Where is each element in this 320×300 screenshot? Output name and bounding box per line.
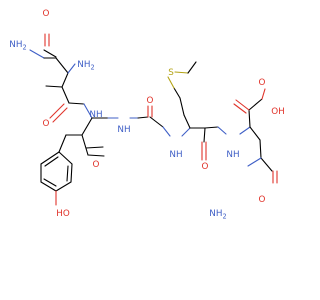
label-nh2-alpha: NH2 bbox=[77, 60, 94, 72]
bond bbox=[217, 126, 227, 135]
bond bbox=[45, 85, 63, 88]
bond bbox=[67, 63, 76, 74]
bond bbox=[162, 126, 171, 137]
bond bbox=[239, 126, 251, 135]
label-o-amide: O bbox=[259, 195, 266, 205]
bond bbox=[81, 134, 89, 156]
bond bbox=[203, 127, 206, 143]
bond bbox=[85, 146, 104, 149]
label-o-top: O bbox=[43, 9, 50, 19]
label-o-gly: O bbox=[147, 96, 154, 106]
label-nh-asn: NH bbox=[226, 150, 239, 160]
ring-bond bbox=[55, 181, 72, 192]
ring-bond bbox=[44, 156, 59, 167]
bond bbox=[149, 116, 164, 128]
label-o-met: O bbox=[202, 162, 209, 172]
label-o-acid: O bbox=[259, 78, 266, 88]
ring-bond bbox=[66, 165, 69, 182]
bond bbox=[187, 61, 197, 74]
bond bbox=[248, 109, 251, 128]
bond bbox=[43, 49, 57, 58]
met-residue bbox=[167, 61, 227, 161]
bond bbox=[58, 134, 67, 153]
bond bbox=[61, 72, 69, 88]
bond bbox=[83, 103, 93, 119]
bond bbox=[55, 57, 69, 74]
label-oh-acid: OH bbox=[271, 107, 285, 117]
label-o-left: O bbox=[43, 119, 50, 129]
label-nh2-bottom: NH2 bbox=[209, 209, 226, 221]
label-s: S bbox=[168, 68, 174, 78]
bond bbox=[29, 49, 45, 59]
ring-bond bbox=[58, 151, 73, 165]
tyr-residue bbox=[40, 102, 109, 206]
atom-labels: NH2 O NH2 O NH NH O S O NH O NH O OH HO … bbox=[9, 9, 284, 221]
bond-double bbox=[49, 103, 65, 119]
gly-residue bbox=[107, 105, 171, 137]
bond bbox=[260, 157, 273, 172]
asn1-residue bbox=[29, 33, 76, 123]
bond bbox=[247, 157, 262, 167]
bond bbox=[68, 102, 85, 105]
bond bbox=[61, 86, 70, 104]
bond bbox=[183, 114, 191, 129]
ring-bond bbox=[40, 151, 60, 165]
ring-bond bbox=[70, 163, 73, 183]
bond-double bbox=[52, 107, 68, 123]
bond bbox=[137, 116, 149, 119]
label-nh-gly: NH bbox=[117, 125, 130, 135]
bond bbox=[174, 71, 189, 74]
bond bbox=[181, 127, 191, 137]
label-nh-tyr: NH bbox=[89, 110, 102, 120]
label-nh2-top: NH2 bbox=[9, 40, 26, 52]
peptide-structure: NH2 O NH2 O NH NH O S O NH O NH O OH HO … bbox=[9, 9, 284, 221]
bond bbox=[259, 139, 262, 159]
bond-double bbox=[233, 103, 247, 114]
ring-bond bbox=[40, 181, 57, 192]
bond-double bbox=[235, 99, 250, 111]
asn5-residue bbox=[233, 88, 278, 184]
label-ho-phenol: HO bbox=[56, 209, 70, 219]
bond bbox=[167, 76, 175, 89]
label-o-tyr: O bbox=[93, 160, 100, 170]
ring-bond bbox=[43, 178, 57, 187]
bond bbox=[261, 88, 266, 100]
structure-canvas: NH2 O NH2 O NH NH O S O NH O NH O OH HO … bbox=[9, 9, 285, 221]
bond bbox=[179, 97, 185, 116]
bond bbox=[249, 126, 261, 141]
bond bbox=[204, 126, 219, 129]
label-nh-met: NH bbox=[169, 150, 182, 160]
bond bbox=[87, 154, 105, 157]
bond bbox=[173, 87, 181, 99]
bond bbox=[81, 117, 93, 136]
bond bbox=[248, 98, 263, 111]
